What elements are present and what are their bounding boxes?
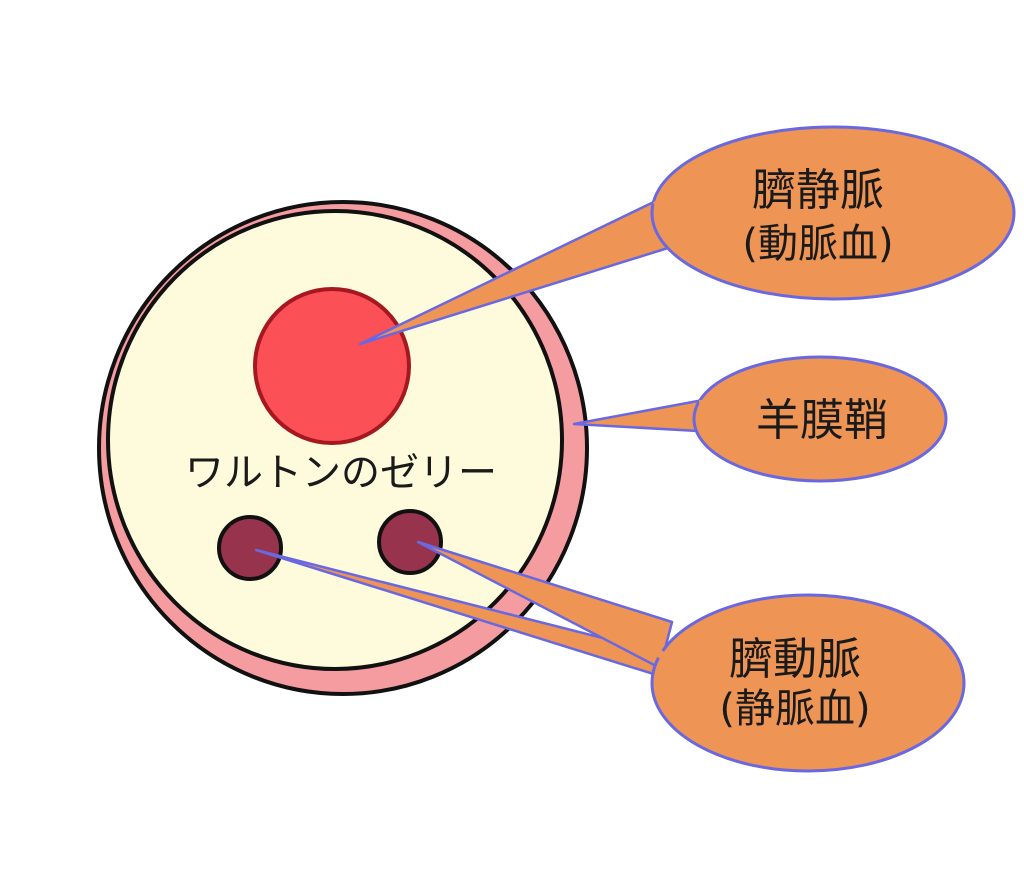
whartons-jelly-label: ワルトンのゼリー [185,451,497,496]
umbilical-vein [253,287,411,445]
umbilical-vein-note: (動脈血) [742,221,893,267]
callout-umbilical-artery: 臍動脈 (静脈血) [254,540,966,773]
callout-vein-bubble [650,125,1016,301]
amniotic-sheath-label: 羊膜鞘 [756,395,888,446]
umbilical-artery-note: (静脈血) [719,686,870,732]
callout-amniotic-sheath: 羊膜鞘 [572,355,948,483]
umbilical-artery-right [377,509,443,575]
callout-umbilical-vein: 臍静脈 (動脈血) [358,125,1016,346]
umbilical-vein-title: 臍静脈 [752,165,884,216]
callout-artery-bubble [650,593,966,773]
umbilical-artery-left [217,515,283,581]
umbilical-artery-title: 臍動脈 [729,634,861,685]
callout-sheath-bubble [692,355,948,483]
